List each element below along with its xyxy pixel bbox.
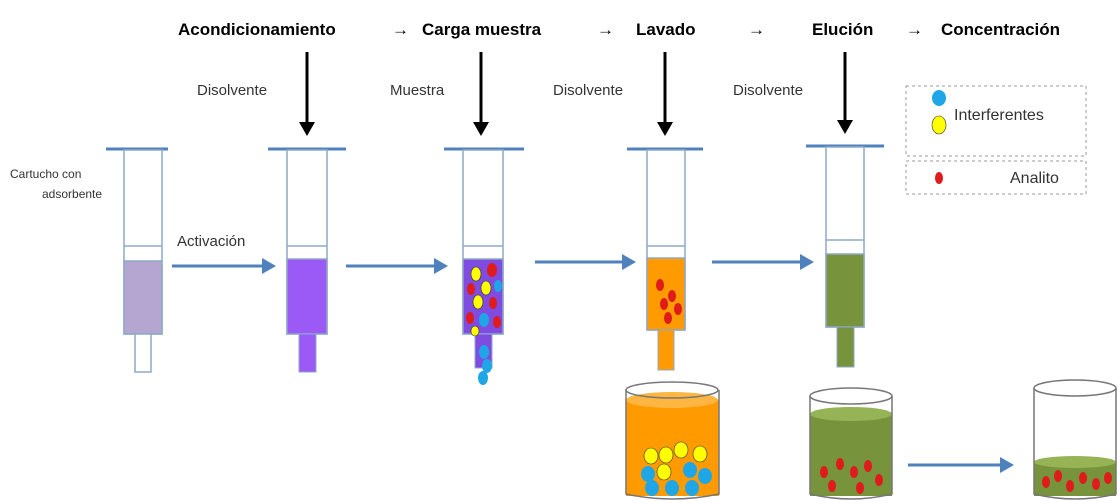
sample-label: Muestra (390, 82, 445, 99)
cartridge-label-line2: adsorbente (42, 187, 102, 201)
down-arrow-1 (299, 52, 315, 136)
step-conditioning: Acondicionamiento (178, 20, 336, 39)
beaker-elution (809, 387, 893, 500)
arrow-load (346, 258, 448, 274)
legend: Interferentes Analito (905, 85, 1087, 195)
solvent-label-2: Disolvente (553, 82, 623, 99)
down-arrow-2 (473, 52, 489, 136)
beaker-washing (625, 381, 720, 500)
cartridge-initial (106, 147, 168, 373)
cartridge-activated (268, 147, 346, 373)
cartridge-washing (627, 147, 703, 371)
legend-interferents: Interferentes (954, 107, 1044, 124)
interferent-yellow-swatch (931, 115, 947, 135)
sorbent-initial (123, 260, 163, 335)
cartridge-loading (444, 147, 524, 385)
arrow-wash (535, 254, 636, 270)
step-arrow-4: → (906, 20, 923, 39)
step-arrow-1: → (392, 20, 409, 39)
arrow-elute (712, 254, 814, 270)
cartridge-elution (806, 144, 884, 368)
sorbent-activated (286, 258, 328, 335)
solvent-label-1: Disolvente (197, 82, 267, 99)
step-arrow-3: → (748, 20, 765, 39)
interferent-blue-swatch (932, 90, 946, 106)
legend-analyte: Analito (1010, 170, 1059, 187)
step-arrow-2: → (597, 20, 614, 39)
beaker-concentrated (1033, 379, 1117, 500)
step-sample-load: Carga muestra (422, 20, 542, 39)
sorbent-washing (646, 257, 686, 331)
step-concentration: Concentración (941, 20, 1060, 39)
solvent-label-3: Disolvente (733, 82, 803, 99)
analyte-swatch (935, 172, 943, 184)
down-arrow-3 (657, 52, 673, 136)
step-elution: Elución (812, 20, 873, 39)
sorbent-elution (825, 253, 865, 328)
down-arrow-4 (837, 52, 853, 134)
step-washing: Lavado (636, 20, 696, 39)
cartridge-label-line1: Cartucho con (10, 167, 81, 181)
arrow-activation (172, 258, 276, 274)
activation-label: Activación (177, 233, 245, 250)
arrow-concentrate (908, 457, 1014, 473)
